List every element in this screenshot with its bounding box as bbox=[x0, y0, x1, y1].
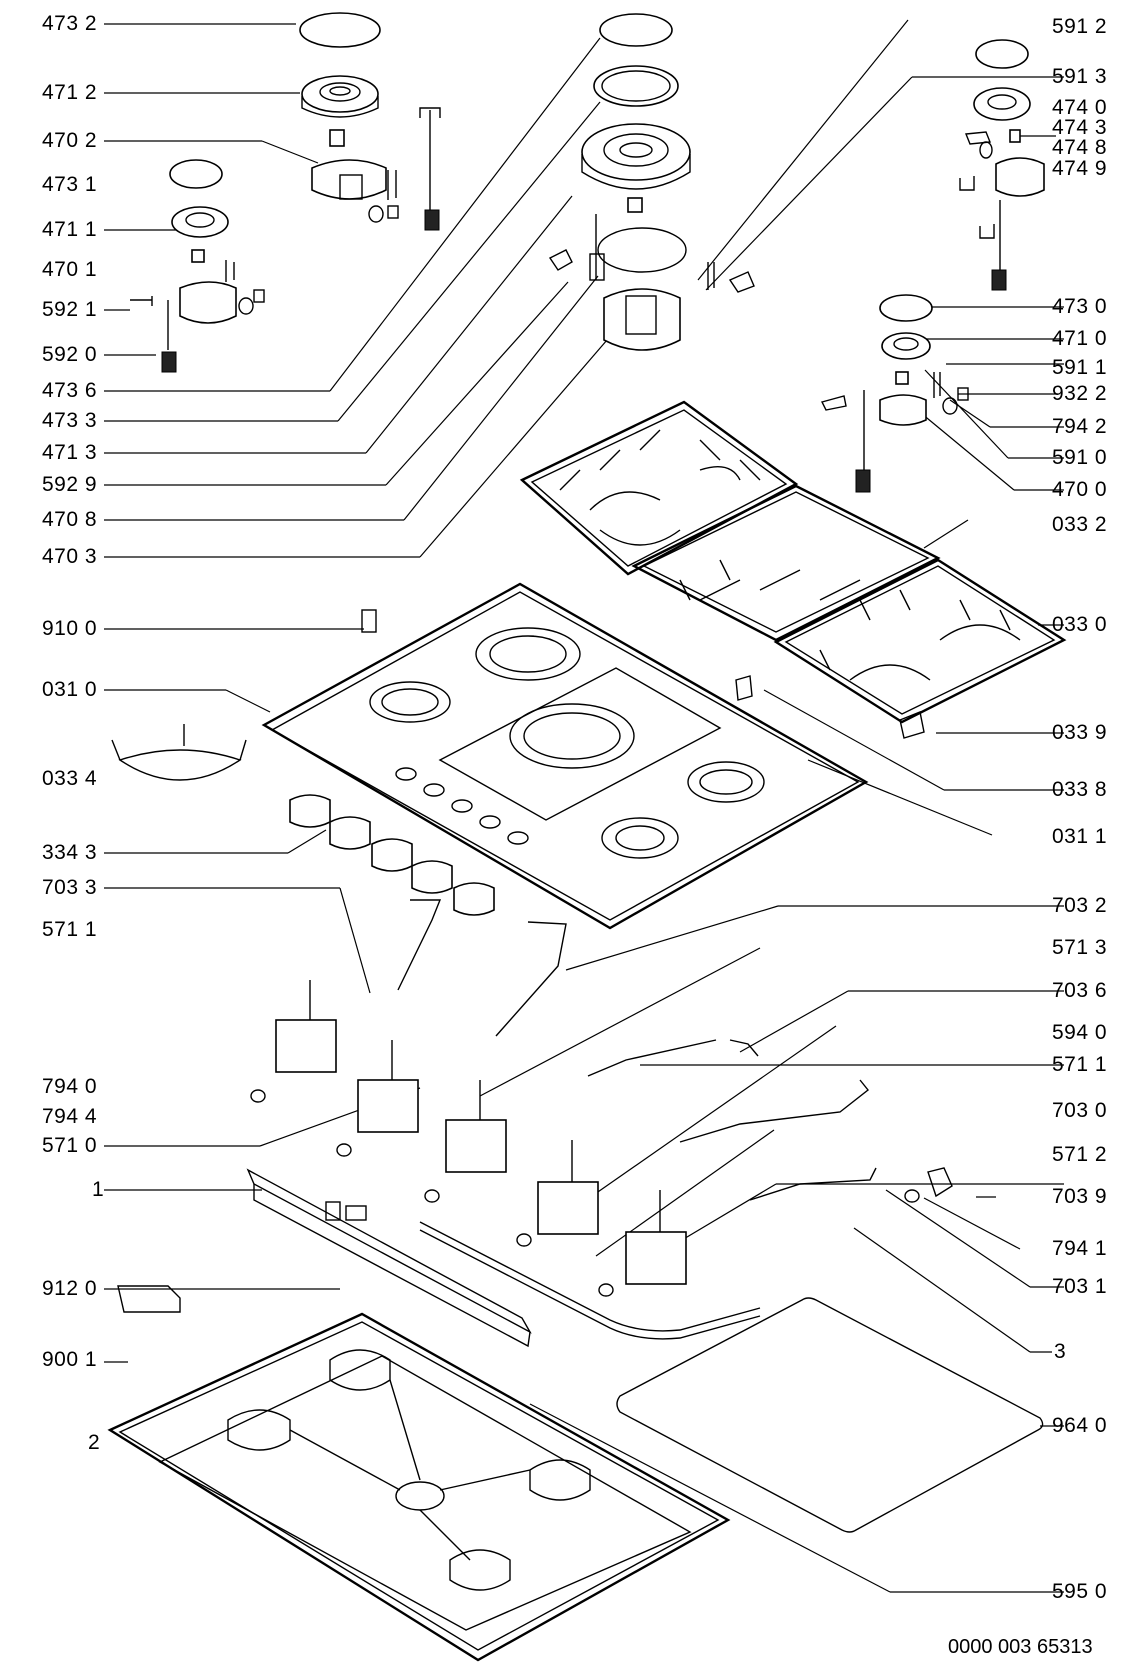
burner-assembly-right-mid bbox=[820, 294, 969, 493]
part-label: 334 3 bbox=[42, 841, 98, 864]
burner-assembly-center-large bbox=[548, 13, 755, 351]
gas-valves bbox=[250, 980, 687, 1297]
part-label: 2 bbox=[88, 1431, 101, 1454]
part-label: 473 0 bbox=[1052, 295, 1108, 318]
part-label: 794 4 bbox=[42, 1105, 98, 1128]
part-label: 471 2 bbox=[42, 81, 98, 104]
hob-top-plate bbox=[261, 582, 925, 930]
document-number: 0000 003 65313 bbox=[948, 1636, 1093, 1658]
part-label: 3 bbox=[1054, 1340, 1067, 1363]
part-label: 571 1 bbox=[1052, 1053, 1108, 1076]
part-label: 703 9 bbox=[1052, 1185, 1108, 1208]
part-label: 592 1 bbox=[42, 298, 98, 321]
control-knobs bbox=[289, 794, 495, 916]
part-label: 474 0 bbox=[1052, 96, 1108, 119]
part-label: 471 1 bbox=[42, 218, 98, 241]
part-label: 473 3 bbox=[42, 409, 98, 432]
burner-assembly-right-top bbox=[959, 39, 1045, 291]
pan-support-grids bbox=[519, 400, 1067, 724]
bottom-tray bbox=[107, 1312, 731, 1662]
part-label: 474 9 bbox=[1052, 157, 1108, 180]
part-label: 571 0 bbox=[42, 1134, 98, 1157]
control-rail bbox=[246, 1168, 532, 1348]
part-label: 571 2 bbox=[1052, 1143, 1108, 1166]
part-label: 471 3 bbox=[42, 441, 98, 464]
part-label: 703 0 bbox=[1052, 1099, 1108, 1122]
part-label: 591 0 bbox=[1052, 446, 1108, 469]
part-label: 794 2 bbox=[1052, 415, 1108, 438]
part-label: 595 0 bbox=[1052, 1580, 1108, 1603]
part-label: 794 0 bbox=[42, 1075, 98, 1098]
wok-ring bbox=[111, 724, 247, 781]
right-leader-lines bbox=[479, 19, 1064, 1593]
part-label: 473 6 bbox=[42, 379, 98, 402]
part-label: 794 1 bbox=[1052, 1237, 1108, 1260]
part-label: 033 8 bbox=[1052, 778, 1108, 801]
part-label: 703 1 bbox=[1052, 1275, 1108, 1298]
part-label: 1 bbox=[92, 1178, 105, 1201]
burner-assembly-left-top bbox=[299, 12, 441, 231]
part-label: 910 0 bbox=[42, 617, 98, 640]
part-label: 033 0 bbox=[1052, 613, 1108, 636]
part-label: 912 0 bbox=[42, 1277, 98, 1300]
part-label: 591 3 bbox=[1052, 65, 1108, 88]
seal-gasket bbox=[616, 1297, 1044, 1533]
part-label: 473 1 bbox=[42, 173, 98, 196]
part-label: 591 2 bbox=[1052, 15, 1108, 38]
part-label: 571 3 bbox=[1052, 936, 1108, 959]
part-label: 470 2 bbox=[42, 129, 98, 152]
part-label: 470 1 bbox=[42, 258, 98, 281]
part-label: 594 0 bbox=[1052, 1021, 1108, 1044]
part-label: 571 1 bbox=[42, 918, 98, 941]
part-label: 703 3 bbox=[42, 876, 98, 899]
left-leader-lines bbox=[104, 23, 627, 1363]
part-label: 592 0 bbox=[42, 343, 98, 366]
part-label: 471 0 bbox=[1052, 327, 1108, 350]
part-label: 473 2 bbox=[42, 12, 98, 35]
part-label: 592 9 bbox=[42, 473, 98, 496]
part-label: 031 0 bbox=[42, 678, 98, 701]
part-label: 474 8 bbox=[1052, 136, 1108, 159]
part-label: 033 4 bbox=[42, 767, 98, 790]
part-label: 033 9 bbox=[1052, 721, 1108, 744]
gas-pipes bbox=[397, 899, 953, 1203]
part-label: 703 6 bbox=[1052, 979, 1108, 1002]
part-label: 474 3 bbox=[1052, 116, 1108, 139]
part-label: 932 2 bbox=[1052, 382, 1108, 405]
part-label: 703 2 bbox=[1052, 894, 1108, 917]
part-label: 591 1 bbox=[1052, 356, 1108, 379]
injector-tube bbox=[419, 1221, 761, 1340]
burner-assembly-left-small bbox=[130, 159, 265, 373]
part-label: 964 0 bbox=[1052, 1414, 1108, 1437]
part-label: 470 3 bbox=[42, 545, 98, 568]
part-label: 031 1 bbox=[1052, 825, 1108, 848]
part-label: 033 2 bbox=[1052, 513, 1108, 536]
part-label: 470 8 bbox=[42, 508, 98, 531]
part-label: 900 1 bbox=[42, 1348, 98, 1371]
small-hardware bbox=[117, 1201, 367, 1313]
part-label: 470 0 bbox=[1052, 478, 1108, 501]
